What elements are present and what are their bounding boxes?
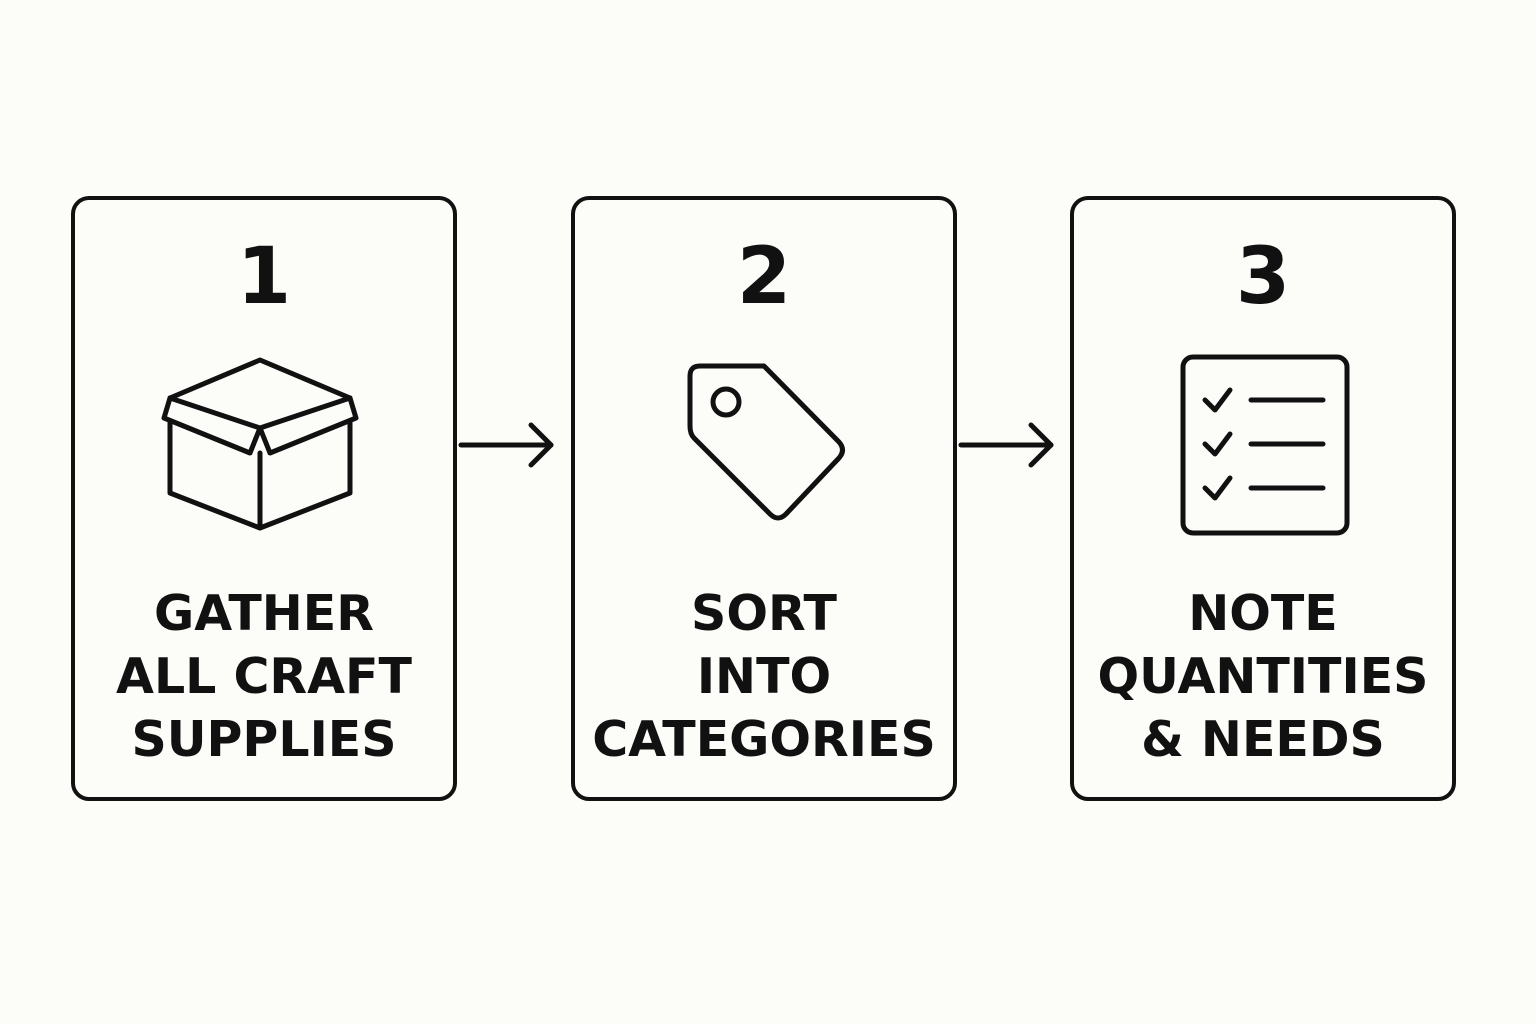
step-number: 3	[1235, 232, 1291, 322]
step-label-line: SORT	[691, 585, 837, 642]
step-label-line: ALL CRAFT	[116, 648, 412, 705]
step-number: 1	[236, 232, 292, 322]
tag-icon	[687, 363, 845, 521]
step-label-line: INTO	[696, 648, 832, 705]
step-card-1: 1 GATHER ALL CRAFT SUPPLIES	[71, 196, 457, 801]
step-label-line: QUANTITIES	[1097, 648, 1429, 705]
step-label-line: & NEEDS	[1141, 711, 1385, 768]
step-label: GATHER ALL CRAFT SUPPLIES	[75, 582, 453, 771]
arrow-right-icon	[458, 422, 554, 468]
step-card-3: 3 NOTE QUANTITIES & NEEDS	[1070, 196, 1456, 801]
step-number: 2	[736, 232, 792, 322]
step-label: SORT INTO CATEGORIES	[575, 582, 953, 771]
step-card-2: 2 SORT INTO CATEGORIES	[571, 196, 957, 801]
step-label: NOTE QUANTITIES & NEEDS	[1074, 582, 1452, 771]
checklist-icon	[1180, 354, 1350, 536]
step-label-line: SUPPLIES	[131, 711, 397, 768]
box-icon	[161, 357, 359, 531]
step-label-line: NOTE	[1188, 585, 1338, 642]
arrow-right-icon	[958, 422, 1054, 468]
step-label-line: CATEGORIES	[592, 711, 936, 768]
step-label-line: GATHER	[154, 585, 374, 642]
